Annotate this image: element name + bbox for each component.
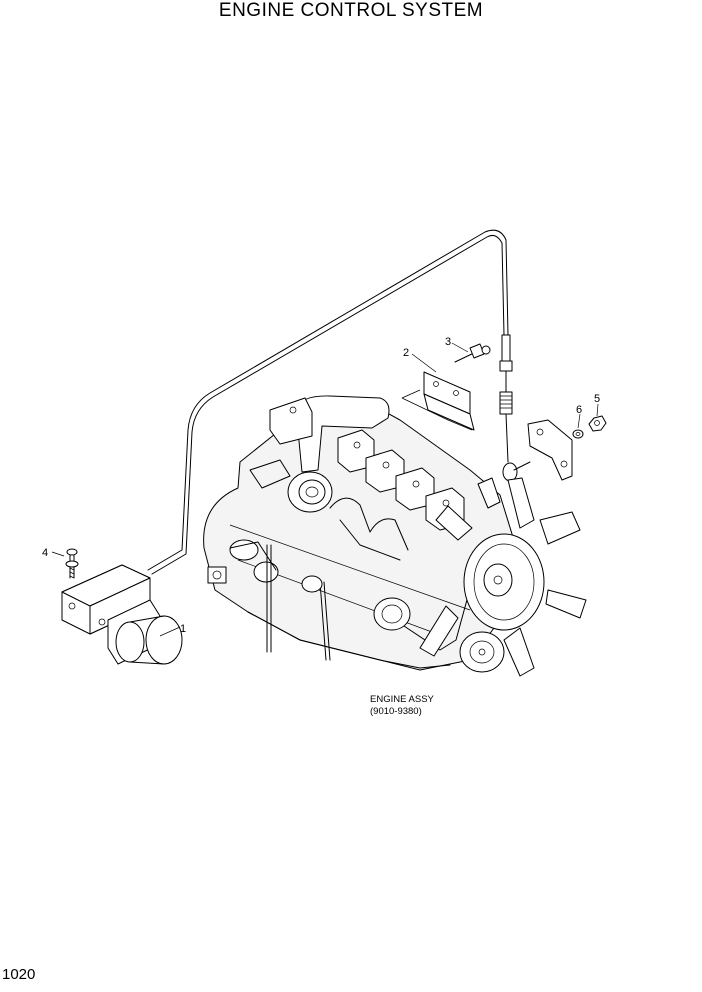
mounting-bracket[interactable] [401,371,475,431]
callout-4: 4 [42,547,48,559]
assembly-range: (9010-9380) [370,706,422,717]
bolt-4[interactable] [65,548,79,579]
cable-support-plate[interactable] [513,419,573,481]
starter-motor[interactable] [207,539,279,584]
intake-manifold[interactable] [269,395,390,473]
cable-end-fitting[interactable] [499,334,518,482]
crank-pulley[interactable] [459,631,505,673]
callout-leaders [51,342,599,637]
actuator-unit[interactable] [61,564,183,665]
alternator[interactable] [373,595,469,651]
callout-2: 2 [403,347,409,359]
exhaust-manifold[interactable] [329,497,409,561]
callout-5: 5 [594,393,600,405]
callout-1: 1 [180,623,186,635]
assembly-name: ENGINE ASSY [370,694,435,705]
callout-3: 3 [445,336,451,348]
dipstick-tube[interactable] [266,544,331,661]
control-cable[interactable] [147,229,509,575]
turbocharger[interactable] [249,459,333,513]
cooling-fan[interactable] [419,477,587,677]
page-number: 1020 [2,966,36,983]
nut-5[interactable] [588,415,607,432]
washer-6[interactable] [572,429,584,439]
rocker-covers[interactable] [337,429,465,531]
bolt-3[interactable] [454,343,491,363]
page-title: ENGINE CONTROL SYSTEM [218,0,484,21]
callout-6: 6 [576,404,582,416]
